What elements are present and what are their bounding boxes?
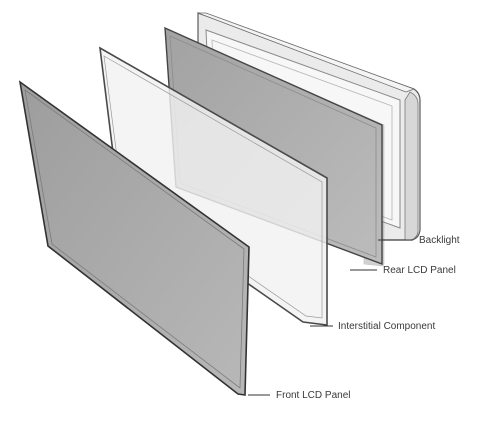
callouts: Backlight Rear LCD Panel Interstitial Co… [248,235,460,401]
backlight-top-bevel [197,12,416,93]
front-lcd-bezel [24,89,245,389]
backlight-side [404,91,419,241]
front-lcd-panel [18,80,250,396]
front-lcd-label: Front LCD Panel [276,390,350,401]
backlight-label: Backlight [419,235,460,246]
rear-lcd-label: Rear LCD Panel [383,265,456,276]
interstitial-label: Interstitial Component [338,321,435,332]
front-lcd-face [18,80,250,396]
